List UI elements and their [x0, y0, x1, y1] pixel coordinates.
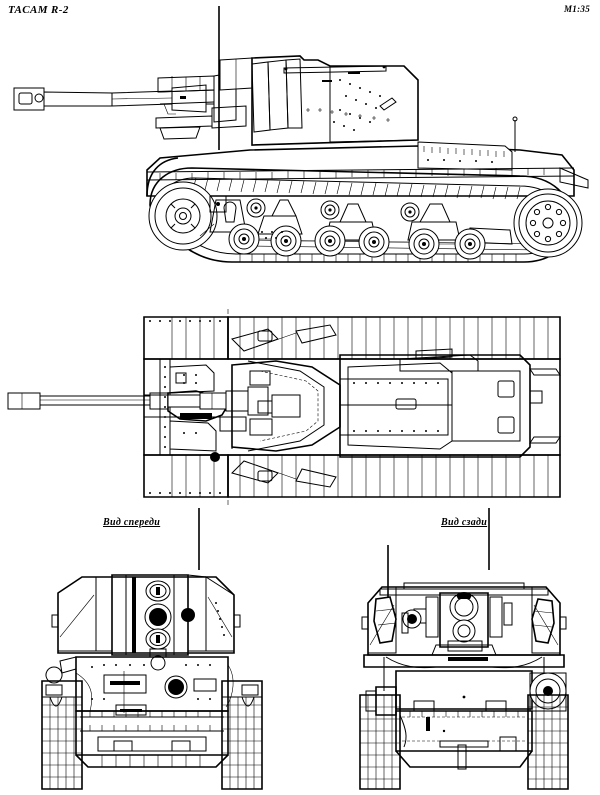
caption-rear-view: Вид сзади: [441, 517, 488, 528]
scale-label: M1:35: [564, 4, 590, 14]
gun-shield-front: [51, 574, 241, 656]
front-view: [41, 574, 263, 790]
compartment-rear: [361, 582, 567, 656]
engine-deck-top: [339, 348, 561, 458]
mantlet-front: [144, 580, 195, 658]
side-view: [13, 6, 589, 263]
front-idler-wheel: [148, 181, 218, 251]
gun-barrel: [43, 90, 173, 107]
road-wheels: [228, 223, 486, 260]
lower-hull-rear: [395, 710, 533, 770]
rear-view: [359, 545, 569, 790]
track-guard-left: [143, 316, 229, 360]
hull-side: [146, 116, 589, 197]
open-topped-superstructure: [251, 55, 419, 146]
breech-block-top: [167, 370, 273, 462]
front-fender: [146, 157, 179, 197]
page-title: TACAM R-2: [8, 4, 69, 16]
breech-housing: [211, 57, 253, 129]
front-plate-top: [159, 358, 171, 456]
track-links-top: [227, 316, 561, 498]
hull-rivets: [261, 231, 283, 239]
lower-hull-front: [75, 710, 229, 768]
top-view: [7, 309, 561, 505]
gun-cradle: [155, 75, 215, 140]
hull-access-hatch: [209, 195, 227, 213]
muzzle-brake: [13, 87, 45, 111]
return-rollers: [246, 198, 420, 222]
sight-aperture: [181, 608, 195, 622]
caption-front-view: Вид спереди: [103, 517, 161, 528]
rear-drive-sprocket: [513, 188, 583, 258]
stowage-details-top: [231, 324, 337, 488]
caption-dividers: [198, 508, 490, 570]
hull-scribe: [199, 223, 215, 237]
